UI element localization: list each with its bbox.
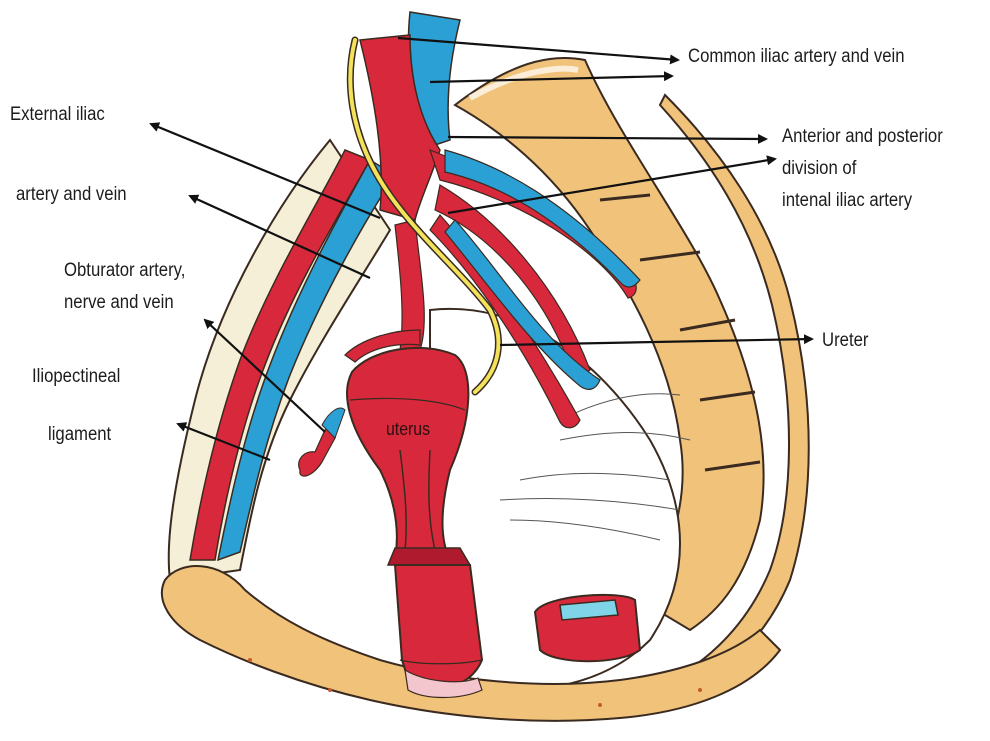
label-anterior-posterior-line1: Anterior and posterior: [782, 126, 943, 148]
label-external-iliac-line1: External iliac: [10, 104, 105, 126]
label-common-iliac: Common iliac artery and vein: [688, 46, 905, 68]
arrow-anterior-division: [448, 137, 766, 139]
label-obturator-line2: nerve and vein: [64, 292, 174, 314]
obturator-vessels: [299, 408, 345, 476]
label-external-iliac-line2: artery and vein: [16, 184, 127, 206]
label-anterior-posterior-line2: division of: [782, 158, 856, 180]
label-ureter: Ureter: [822, 330, 868, 352]
label-iliopectineal-line1: Iliopectineal: [32, 366, 120, 388]
label-anterior-posterior-line3: intenal iliac artery: [782, 190, 912, 212]
label-obturator-line1: Obturator artery,: [64, 260, 185, 282]
rectum: [535, 595, 640, 661]
label-uterus: uterus: [386, 418, 430, 440]
label-iliopectineal-line2: ligament: [48, 424, 111, 446]
